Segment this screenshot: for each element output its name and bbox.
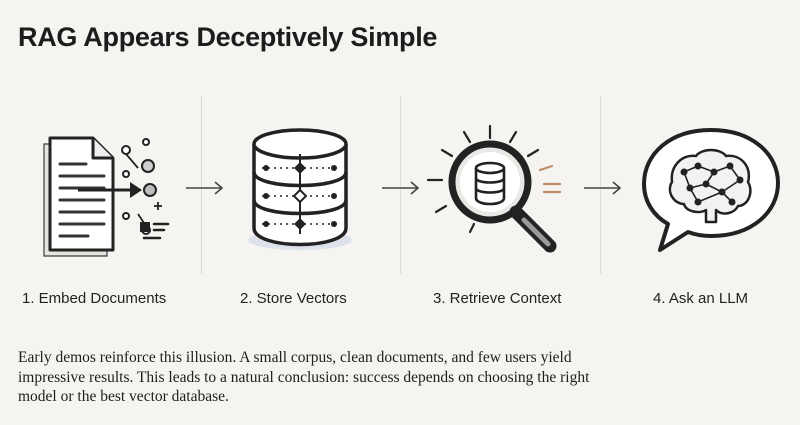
step-label-store-vectors: 2. Store Vectors <box>240 290 347 307</box>
magnifier-database-icon <box>426 124 562 253</box>
flow-arrow <box>584 181 622 195</box>
page-title: RAG Appears Deceptively Simple <box>18 22 438 52</box>
flow-arrow <box>186 181 224 195</box>
flow-arrow <box>382 181 420 195</box>
body-paragraph: Early demos reinforce this illusion. A s… <box>18 349 590 405</box>
divider <box>400 96 401 274</box>
step-label-embed-documents: 1. Embed Documents <box>22 290 167 307</box>
vector-database-icon <box>248 128 352 250</box>
brain-speech-bubble-icon <box>642 128 780 252</box>
step-label-retrieve-context: 3. Retrieve Context <box>433 290 562 307</box>
document-embedding-icon <box>43 136 170 257</box>
divider <box>201 96 202 274</box>
step-label-ask-an-llm: 4. Ask an LLM <box>653 290 749 307</box>
divider <box>600 96 601 274</box>
